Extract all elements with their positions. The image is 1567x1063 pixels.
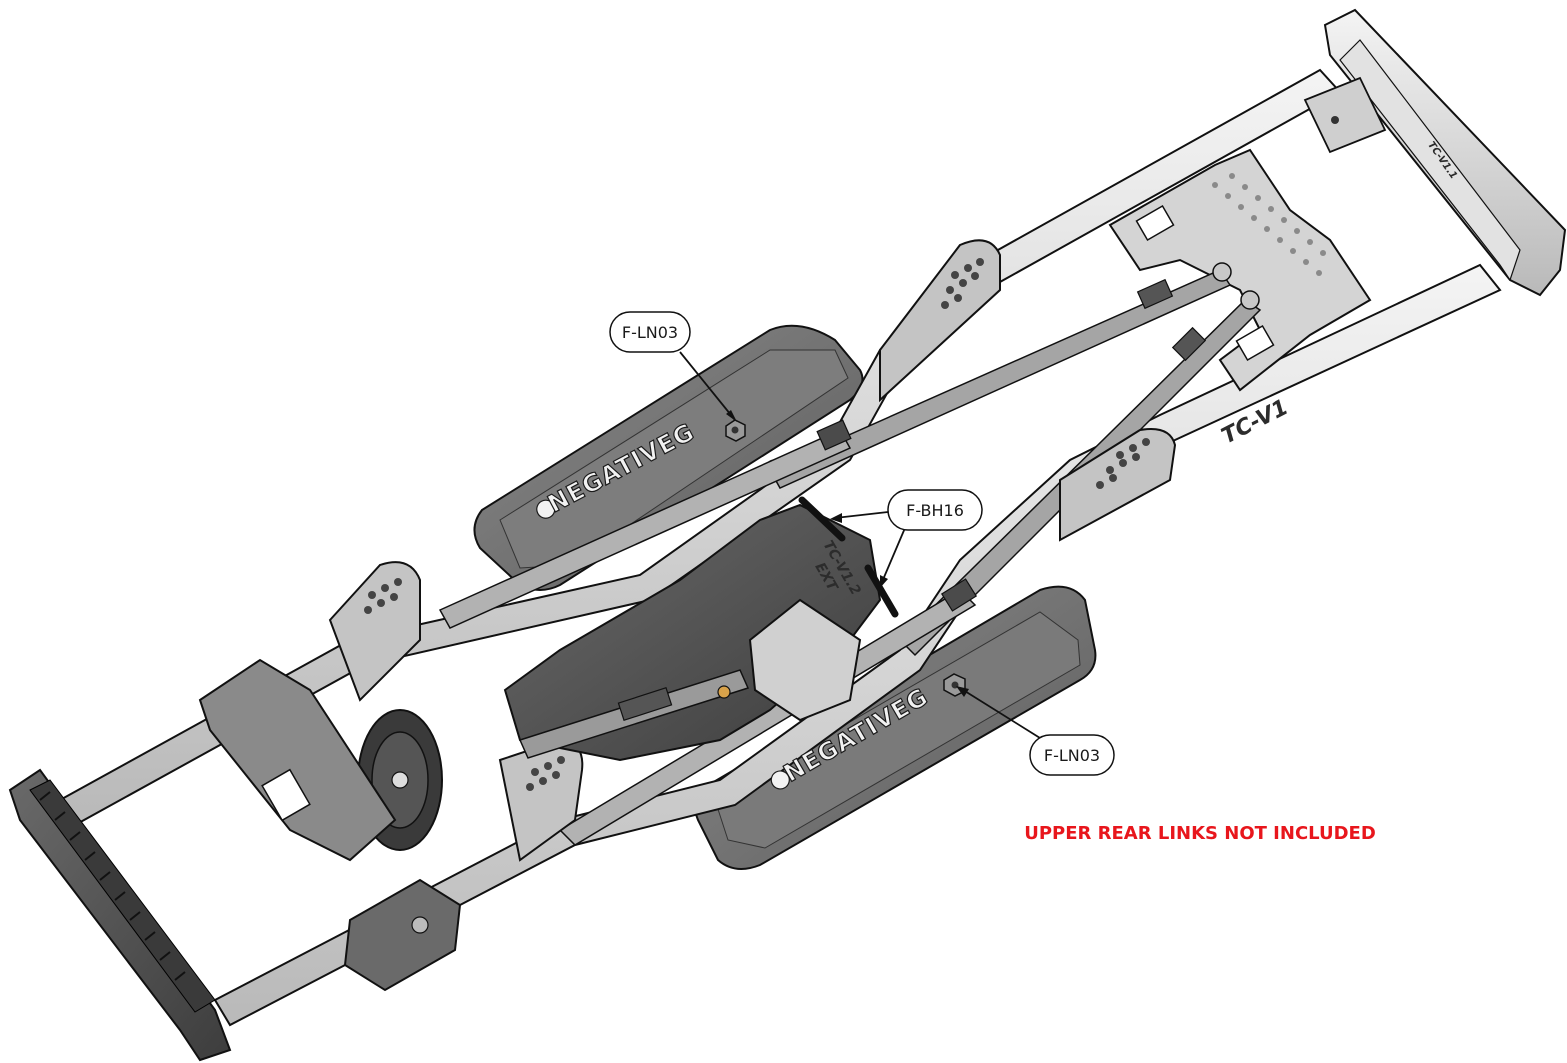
rear-shock-mount-left (1303, 76, 1387, 154)
front-bumper (8, 768, 232, 1062)
callout-ln03-bottom-label: F-LN03 (1044, 746, 1100, 765)
logo-mark-icon (536, 499, 556, 519)
link-mount-rear-left (879, 239, 1001, 403)
skid-plate-top (473, 324, 864, 591)
callout-bh16-label: F-BH16 (906, 501, 964, 520)
transmission-housing (503, 503, 882, 762)
lock-nut-top (725, 419, 746, 442)
note-upper-links: UPPER REAR LINKS NOT INCLUDED (1024, 823, 1376, 844)
callout-ln03-bottom: F-LN03 (956, 686, 1115, 776)
lower-link-left (438, 419, 852, 629)
button-head-screw-2 (864, 564, 899, 618)
link-mount-rear-right (1059, 428, 1177, 542)
logo-mark-icon (770, 770, 790, 790)
front-shock-mount (343, 878, 462, 992)
button-head-screw-1 (798, 496, 846, 542)
rear-crossmember (1108, 148, 1372, 392)
front-servo-mount (198, 658, 397, 862)
link-mount-front-left (328, 561, 421, 702)
callout-ln03-top-label: F-LN03 (622, 323, 678, 342)
callout-ln03-top: F-LN03 (609, 311, 737, 422)
driveshaft (518, 669, 750, 759)
callout-bh16: F-BH16 (830, 489, 983, 588)
rear-bumper (1323, 8, 1567, 297)
motor (748, 598, 862, 722)
